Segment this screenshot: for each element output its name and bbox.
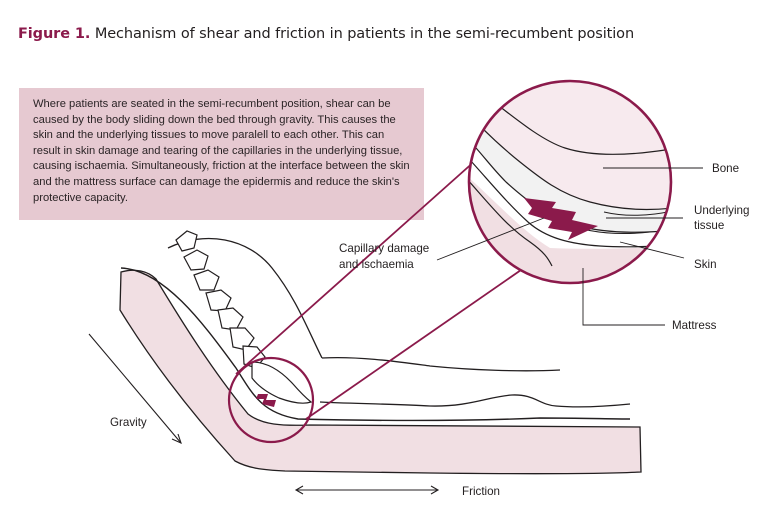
- body-damage-mark: [256, 394, 276, 407]
- bed-mattress: [119, 269, 642, 475]
- body-back-contour: [120, 267, 631, 422]
- friction-arrow: [294, 485, 440, 495]
- caption-text: Where patients are seated in the semi-re…: [33, 98, 410, 204]
- body-abdomen: [167, 237, 323, 359]
- figure-title: Figure 1. Mechanism of shear and frictio…: [18, 26, 634, 42]
- capillary-damage-mark: [524, 198, 598, 240]
- leader-skin: [619, 241, 685, 259]
- label-friction: Friction: [462, 485, 501, 498]
- label-gravity: Gravity: [110, 416, 147, 429]
- label-tissue: tissue: [694, 219, 725, 232]
- figure-title-text: Mechanism of shear and friction in patie…: [94, 26, 635, 42]
- gravity-arrow: [88, 333, 182, 445]
- leader-capillary: [436, 217, 545, 261]
- zoom-line-top: [235, 159, 477, 375]
- figure-label: Figure 1.: [18, 26, 91, 42]
- caption-box: Where patients are seated in the semi-re…: [19, 88, 424, 220]
- body-thigh-upper: [321, 356, 561, 372]
- label-capillary-1: Capillary damage: [339, 242, 430, 255]
- focus-circle: [227, 356, 315, 444]
- label-mattress: Mattress: [672, 319, 717, 332]
- magnified-view: [467, 79, 673, 285]
- leader-mattress: [582, 268, 665, 326]
- zoom-line-bottom: [305, 269, 522, 420]
- body-leg-knee: [319, 394, 631, 408]
- label-bone: Bone: [712, 162, 740, 175]
- spine: [175, 230, 313, 404]
- label-underlying: Underlying: [694, 204, 750, 217]
- label-capillary-2: and ischaemia: [339, 258, 414, 271]
- label-skin: Skin: [694, 258, 717, 271]
